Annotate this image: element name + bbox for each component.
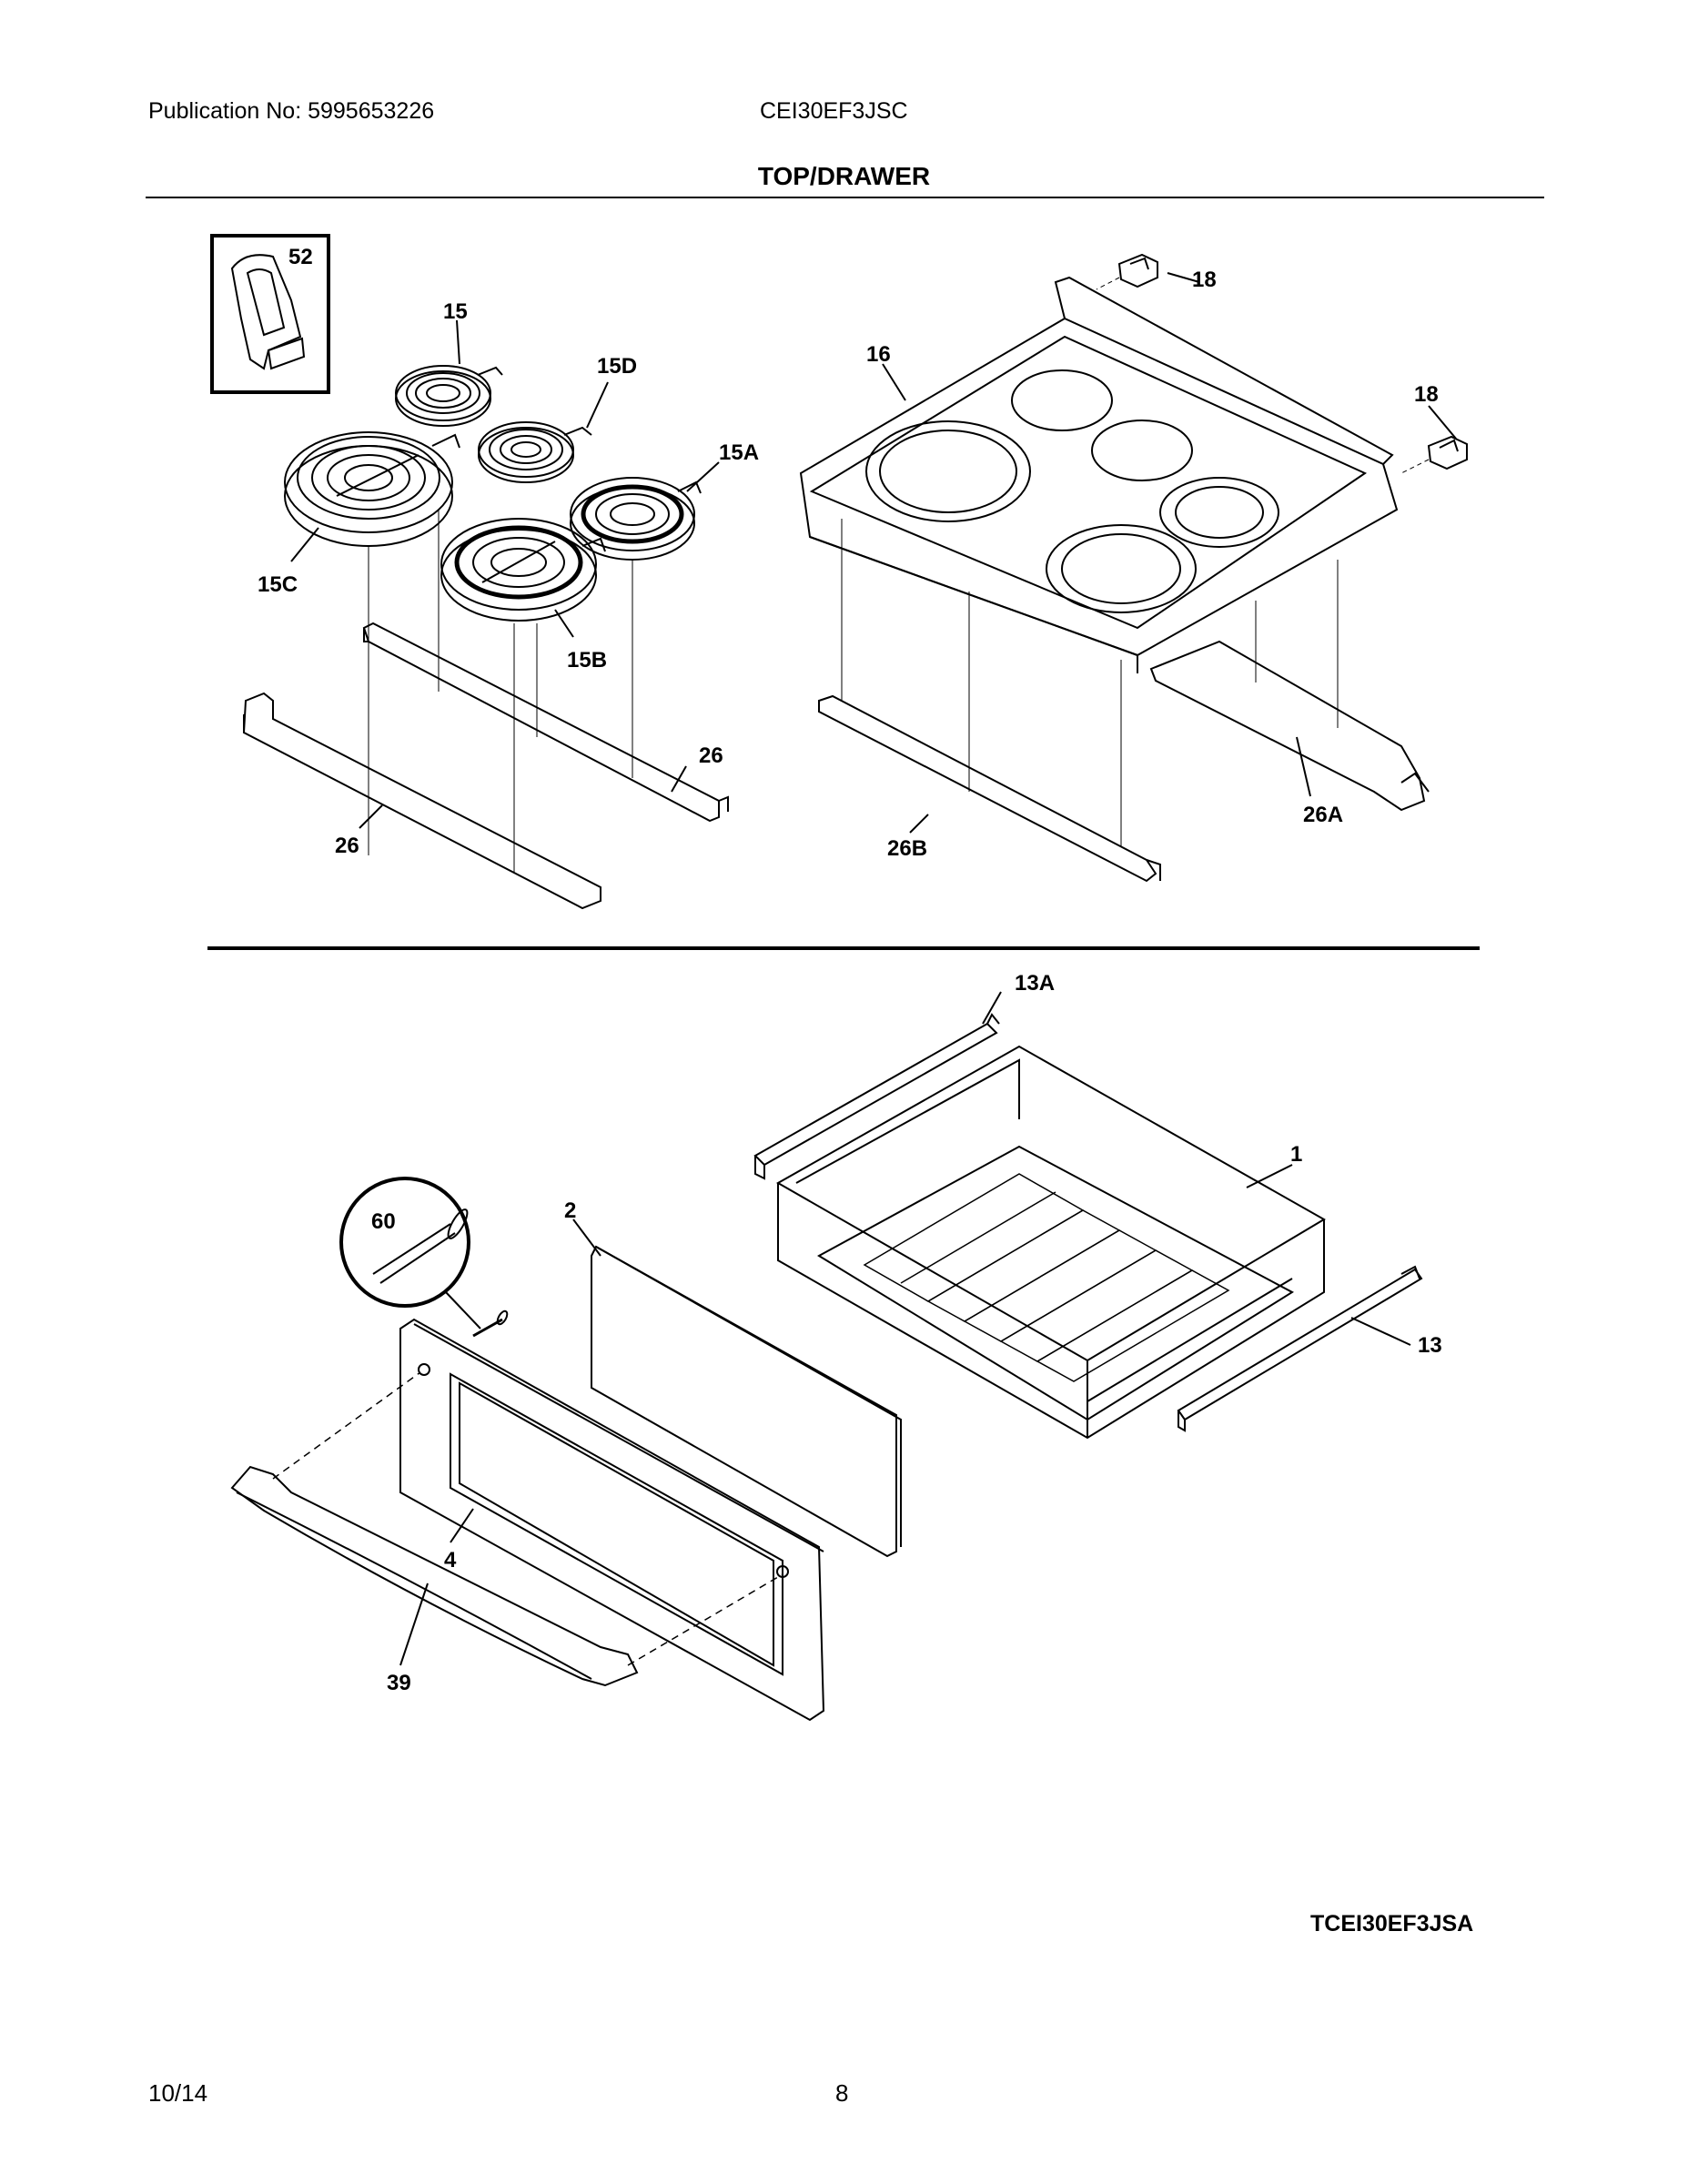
callout-15c: 15C	[258, 572, 298, 597]
drawer-body-1	[775, 1045, 1326, 1440]
callout-26a: 26A	[1303, 803, 1343, 827]
drawer-handle-39	[230, 1465, 639, 1687]
publication-number: Publication No: 5995653226	[148, 98, 435, 124]
bracket-26a	[1149, 640, 1430, 812]
callout-18-upper: 18	[1192, 268, 1217, 292]
drawer-panel-2	[591, 1245, 902, 1558]
bracket-26-upper	[362, 622, 729, 823]
callout-60: 60	[371, 1209, 396, 1234]
callout-2: 2	[564, 1198, 576, 1223]
callout-26-lower: 26	[335, 834, 359, 858]
surface-element-15c	[284, 431, 460, 547]
callout-39: 39	[387, 1671, 411, 1695]
drawer-rail-13a	[753, 1013, 1000, 1180]
surface-element-15d	[478, 421, 592, 483]
callout-13a: 13A	[1015, 971, 1055, 996]
callout-4: 4	[444, 1548, 457, 1572]
diagram-code: TCEI30EF3JSA	[1310, 1911, 1474, 1936]
callout-15d: 15D	[597, 354, 637, 379]
part-52-inset	[210, 234, 330, 394]
callout-15: 15	[443, 299, 468, 324]
callout-18-lower: 18	[1414, 382, 1439, 407]
footer-date: 10/14	[148, 2079, 208, 2107]
page-number: 8	[835, 2079, 849, 2107]
callout-13: 13	[1418, 1333, 1442, 1358]
top-callout-leaders	[290, 272, 1457, 834]
cooktop-leader-lines	[841, 519, 1339, 846]
callout-16: 16	[866, 342, 891, 367]
surface-element-15	[395, 365, 503, 427]
surface-element-15a	[570, 477, 702, 561]
callout-52: 52	[288, 245, 313, 269]
drawer-rail-13	[1177, 1265, 1423, 1432]
section-divider	[207, 946, 1480, 950]
cooktop-16	[799, 276, 1399, 673]
callout-26-upper: 26	[699, 743, 723, 768]
bracket-18-lower	[1400, 435, 1468, 474]
callout-26b: 26B	[887, 836, 927, 861]
bracket-26-lower	[242, 692, 601, 910]
drawer-callout-leaders	[399, 991, 1411, 1666]
bracket-18-upper	[1096, 253, 1158, 290]
screw-60-inset	[339, 1177, 509, 1338]
header-rule	[146, 197, 1544, 198]
handle-assembly-lines	[272, 1371, 783, 1666]
surface-element-15b	[440, 518, 606, 622]
callout-15a: 15A	[719, 440, 759, 465]
callout-15b: 15B	[567, 648, 607, 672]
bracket-26b	[818, 694, 1161, 883]
section-title: TOP/DRAWER	[757, 162, 931, 190]
drawer-front-4	[399, 1318, 825, 1722]
model-number: CEI30EF3JSC	[760, 98, 908, 124]
callout-1: 1	[1290, 1142, 1302, 1167]
element-leader-lines	[368, 510, 633, 874]
